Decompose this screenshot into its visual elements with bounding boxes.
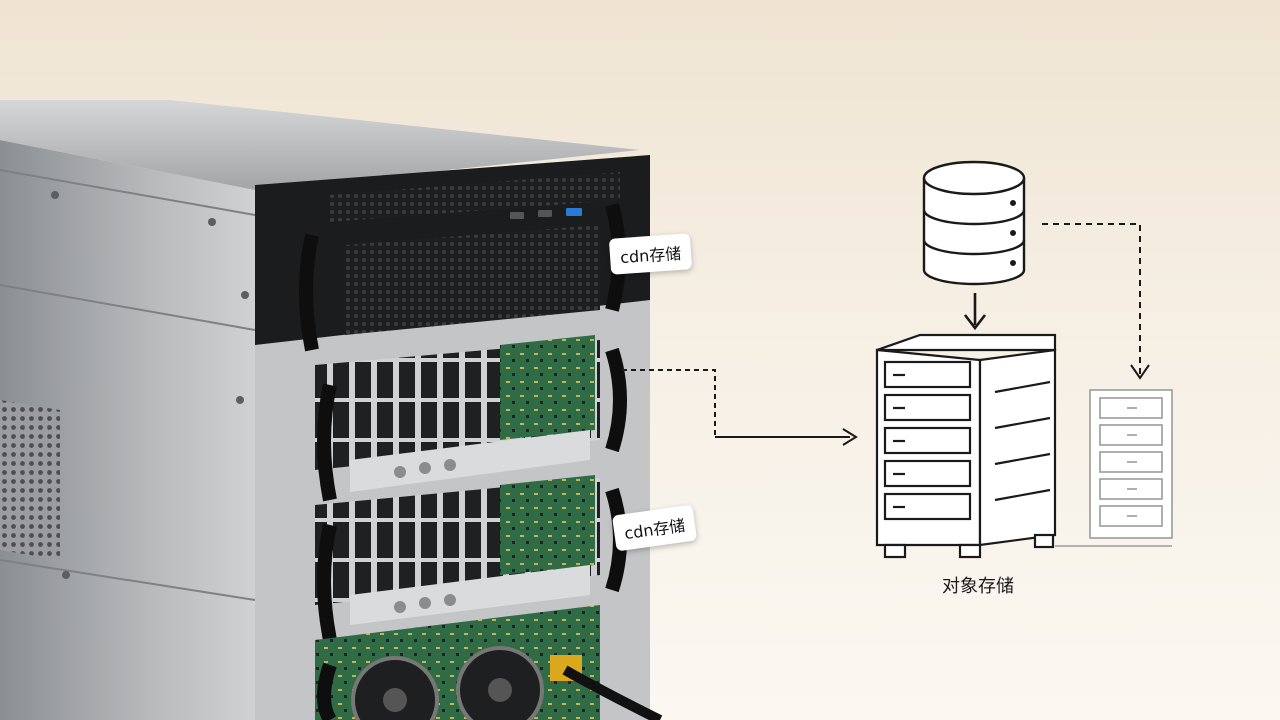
database-icon — [922, 160, 1026, 286]
object-storage-label: 对象存储 — [942, 576, 1014, 597]
cdn-storage-tag-top: cdn存储 — [608, 233, 693, 275]
arrow-icon — [963, 293, 987, 331]
dashed-arrow — [1042, 223, 1150, 380]
server-rack-icon-secondary — [1055, 389, 1173, 547]
server-chassis — [0, 100, 663, 720]
server-rack-icon — [875, 333, 1057, 559]
connector-arrow — [622, 369, 858, 446]
